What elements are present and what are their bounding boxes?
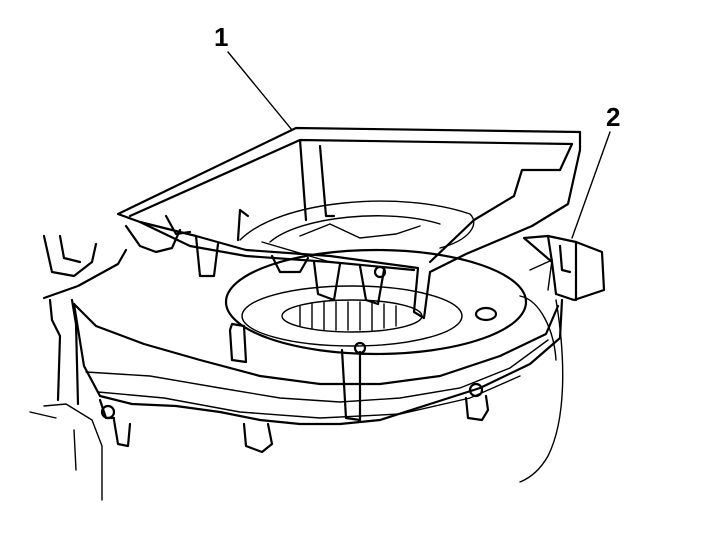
housing-plate: [72, 298, 564, 454]
blower-wheel: [224, 248, 557, 361]
leader-line-1: [227, 51, 293, 131]
housing-left-wall: [29, 234, 128, 501]
callout-label-2: 2: [606, 102, 621, 132]
item-1-blower-cover: [116, 126, 582, 320]
callout-label-1: 1: [214, 22, 229, 52]
leader-line-2: [571, 131, 611, 239]
item-2-housing-extension: [519, 234, 606, 483]
